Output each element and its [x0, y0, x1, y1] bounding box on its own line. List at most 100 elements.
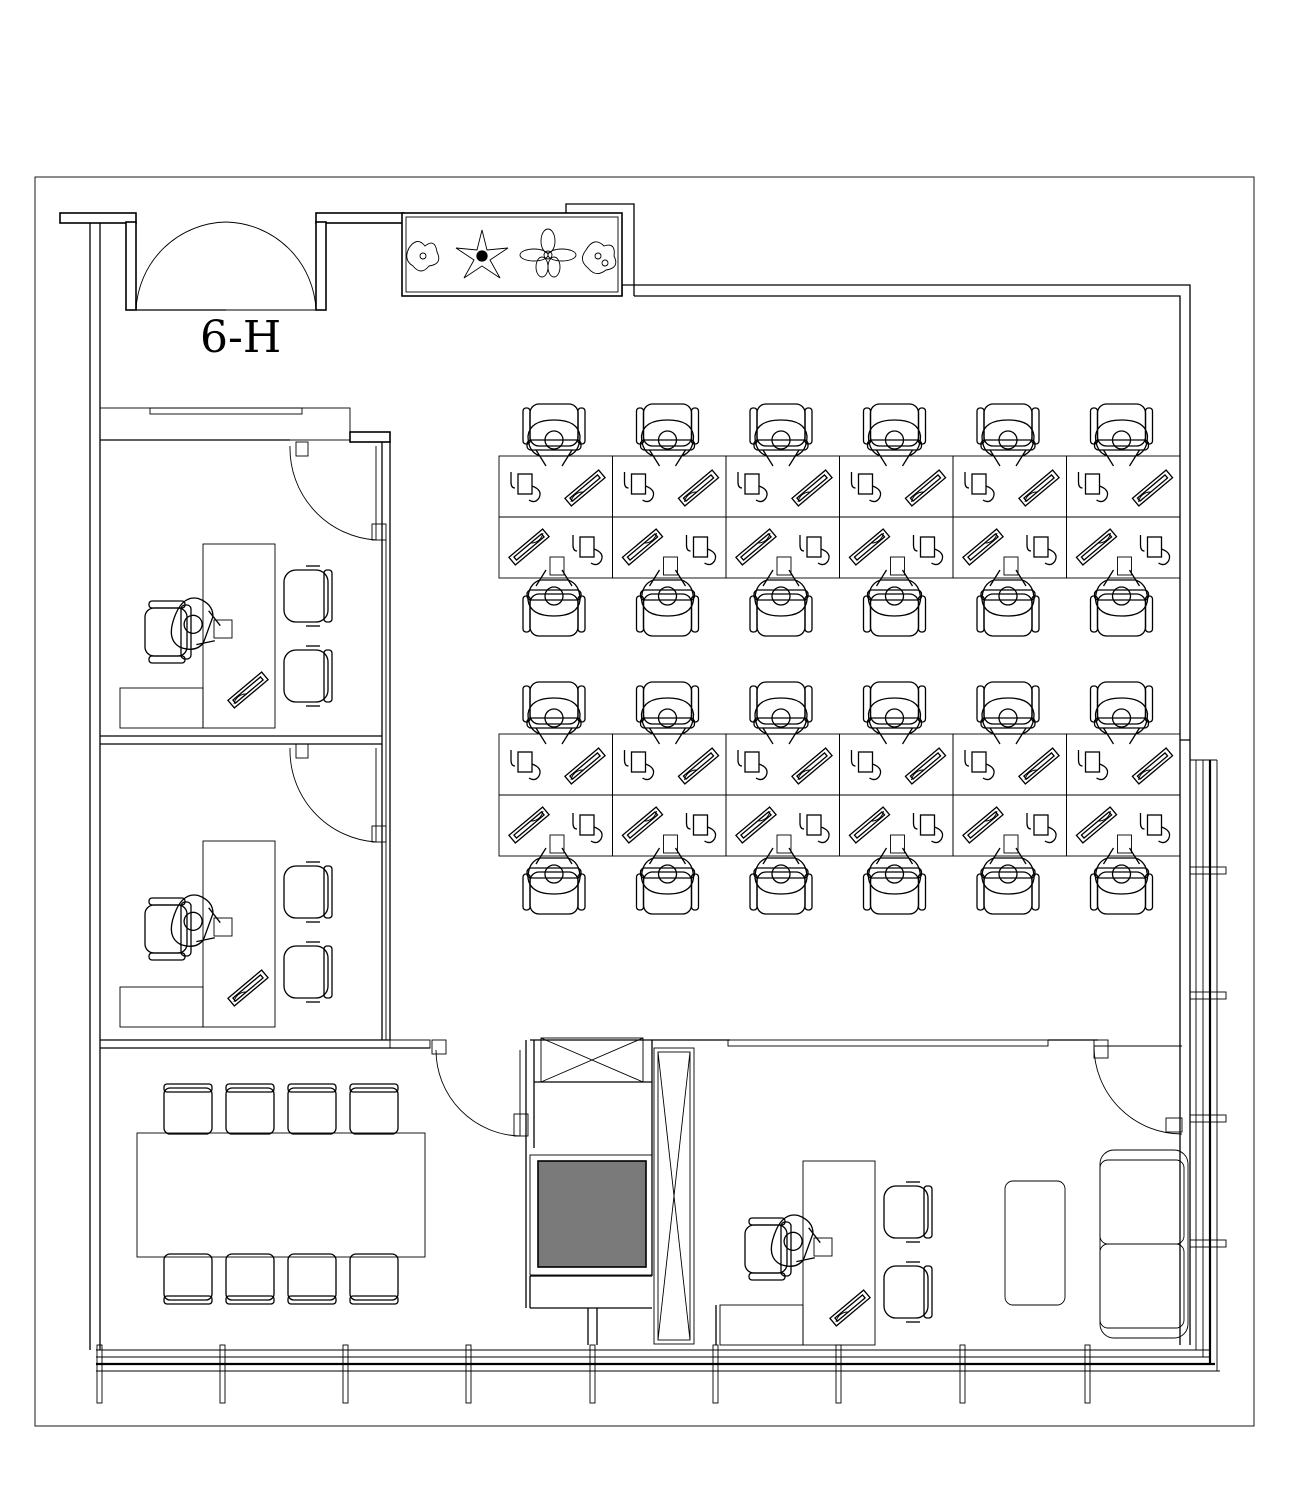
mullion [1189, 1114, 1227, 1123]
phone-icon [1077, 749, 1109, 781]
workstation-desk [612, 403, 727, 518]
director-office-furniture [719, 1149, 1189, 1346]
seated-person [981, 419, 1035, 467]
phone-icon [685, 534, 717, 566]
workstation-desk [612, 681, 727, 796]
phone-icon [1077, 471, 1109, 503]
office-chair [1089, 589, 1154, 637]
workstation-desk [952, 794, 1067, 915]
phone-icon [685, 812, 717, 844]
workstation-desk [952, 403, 1067, 518]
phone-icon [799, 812, 830, 844]
workstation-desk [1066, 403, 1181, 518]
meeting-room-door[interactable] [431, 1039, 529, 1137]
meeting-chair [349, 1083, 399, 1135]
seated-person [867, 847, 922, 895]
office-2-furniture [119, 840, 333, 1028]
phone-icon [1139, 812, 1171, 844]
office-chair [749, 867, 813, 915]
monitor-icon [1018, 469, 1060, 507]
phone-icon [1139, 534, 1171, 566]
seated-person [640, 419, 695, 467]
monitor-icon [621, 806, 664, 844]
office-1-door[interactable] [289, 441, 387, 541]
seated-person [754, 419, 808, 467]
phone-icon [1026, 534, 1057, 566]
monitor-icon [508, 806, 550, 844]
workstation-desk [725, 403, 840, 518]
seated-person [754, 697, 808, 745]
office-chair [976, 867, 1040, 915]
workstation-desk [839, 794, 954, 915]
seated-person [527, 419, 581, 467]
coffee-table [1004, 1180, 1066, 1306]
office-chair [976, 589, 1040, 637]
mullion [1189, 866, 1227, 875]
monitor-icon [962, 806, 1004, 844]
mullion [342, 1344, 349, 1404]
seated-person [1094, 697, 1149, 745]
office-chair [862, 589, 927, 637]
monitor-icon [848, 806, 891, 844]
workstation-desk [612, 516, 727, 637]
mullion [712, 1344, 719, 1404]
monitor-icon [791, 469, 833, 507]
monitor-icon [962, 528, 1004, 566]
seated-person [640, 697, 695, 745]
monitor-icon [508, 528, 550, 566]
plant-icon [455, 229, 509, 279]
phone-icon [1026, 812, 1057, 844]
workstation-desk [498, 794, 613, 915]
meeting-chair [225, 1083, 275, 1135]
seated-person [1094, 569, 1149, 617]
mullion [589, 1344, 596, 1404]
workstation-desk [498, 516, 613, 637]
monitor-icon [621, 528, 664, 566]
monitor-icon [904, 469, 947, 507]
mullion [96, 1344, 103, 1404]
phone-icon [737, 471, 768, 503]
office-chair [635, 589, 700, 637]
meeting-chair [163, 1253, 213, 1305]
office-chair [635, 867, 700, 915]
seated-person [981, 569, 1035, 617]
meeting-chair [287, 1083, 337, 1135]
monitor-icon [848, 528, 891, 566]
seated-person [867, 697, 922, 745]
workstation-desk [612, 794, 727, 915]
seated-person [754, 847, 808, 895]
elevator-shaft [537, 1160, 647, 1268]
workstation-desk [1066, 516, 1181, 637]
monitor-icon [1075, 806, 1118, 844]
monitor-icon [564, 469, 606, 507]
office-2-door[interactable] [289, 743, 387, 843]
office-1-furniture [119, 543, 333, 729]
monitor-icon [1018, 747, 1060, 785]
office-chair [862, 867, 927, 915]
workstation-desk [1066, 794, 1181, 915]
workstation-desk [498, 403, 613, 518]
monitor-icon [735, 528, 777, 566]
meeting-chair [287, 1253, 337, 1305]
mullion [1189, 991, 1227, 1000]
monitor-icon [564, 747, 606, 785]
seated-person [527, 697, 581, 745]
workstation-desk [952, 681, 1067, 796]
sofa [1099, 1149, 1189, 1339]
meeting-chair [163, 1083, 213, 1135]
phone-icon [623, 471, 655, 503]
phone-icon [623, 749, 655, 781]
phone-icon [964, 749, 995, 781]
monitor-icon [677, 747, 720, 785]
entrance-double-door[interactable] [135, 221, 317, 311]
monitor-icon [904, 747, 947, 785]
planter-box [401, 212, 623, 297]
director-office-door[interactable] [1093, 1039, 1183, 1135]
phone-icon [850, 749, 882, 781]
phone-icon [964, 471, 995, 503]
mullion [1189, 1239, 1227, 1248]
monitor-icon [677, 469, 720, 507]
workstation-desk [952, 516, 1067, 637]
curtain-wall-facade [96, 759, 1227, 1404]
mullion [959, 1344, 966, 1404]
